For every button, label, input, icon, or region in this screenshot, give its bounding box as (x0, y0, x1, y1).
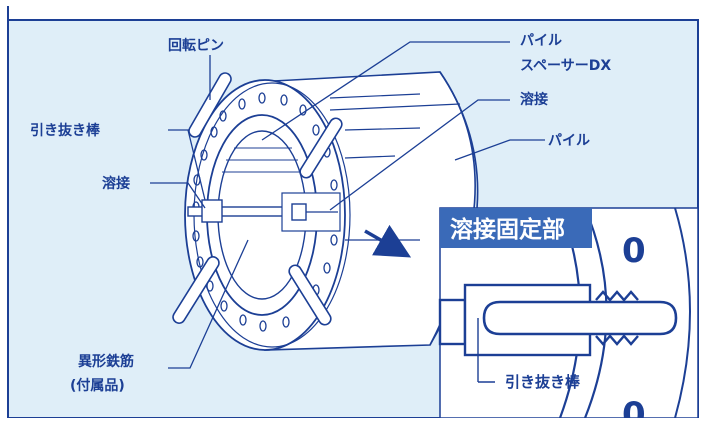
weld-fixing-inset: 引き抜き棒 0 0 溶接固定部 (438, 207, 699, 422)
label-rebar-line1: 異形鉄筋 (78, 353, 134, 370)
label-pile-spacer-line1: パイル (520, 33, 562, 49)
label-weld-top: 溶接 (520, 91, 548, 108)
inset-label-pull-rod: 引き抜き棒 (505, 373, 581, 391)
label-pile-spacer-line2: スペーサーDX (520, 58, 611, 74)
label-rotating-pin: 回転ピン (168, 37, 224, 54)
inset-pointer-arrow (364, 224, 412, 258)
inset-hole-top: 0 (622, 231, 646, 271)
label-pile: パイル (548, 133, 590, 149)
label-rebar-line2: (付属品) (70, 377, 125, 394)
bolt-holes (192, 92, 340, 332)
label-weld-left: 溶接 (102, 175, 130, 192)
rotating-pins (172, 72, 343, 326)
label-pull-rod: 引き抜き棒 (30, 122, 101, 139)
inset-title-band (440, 208, 592, 248)
rebar-assembly (187, 192, 341, 232)
inset-hole-bottom: 0 (622, 395, 646, 418)
inset-title: 溶接固定部 (450, 216, 565, 243)
leader-lines (150, 41, 545, 369)
corner-mark (7, 6, 20, 21)
